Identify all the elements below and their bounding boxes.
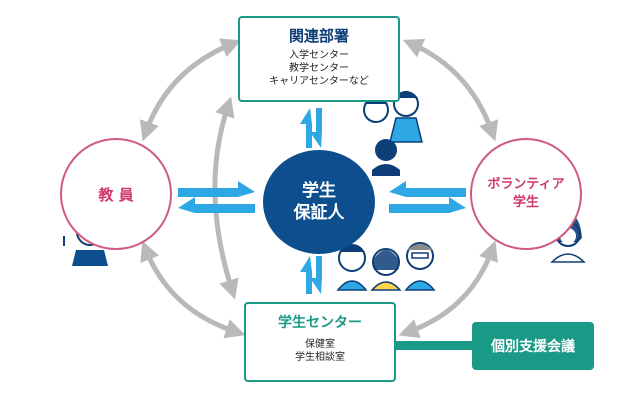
related-depts-item: 教学センター — [289, 63, 349, 74]
related-depts-item: キャリアセンターなど — [269, 76, 369, 87]
family-group-icon — [336, 242, 436, 291]
faculty-label: 教 員 — [98, 185, 134, 204]
volunteers-label-line2: 学生 — [512, 195, 539, 210]
student-center-item: 保健室 — [305, 339, 335, 350]
arrow-depts-faculty — [139, 38, 242, 142]
arrow-center-faculty — [178, 181, 255, 213]
staff-group-icon — [363, 91, 423, 176]
arrow-center-volunteers — [389, 181, 466, 213]
volunteers-label-line1: ボランティア — [487, 177, 565, 192]
student-center-title: 学生センター — [278, 315, 362, 331]
center-label-line1: 学生 — [302, 181, 336, 201]
volunteers-circle: ボランティア 学生 — [470, 138, 582, 250]
meeting-connector — [396, 341, 476, 350]
related-depts-title: 関連部署 — [288, 27, 349, 45]
related-depts-box: 関連部署 入学センター 教学センター キャリアセンターなど — [238, 16, 400, 102]
meeting-label: 個別支援会議 — [491, 339, 575, 355]
student-center-box: 学生センター 保健室 学生相談室 — [244, 302, 396, 382]
arrow-faculty-studentcenter — [140, 240, 246, 339]
arrow-volunteers-studentcenter — [398, 240, 498, 339]
arrow-center-depts — [300, 108, 322, 148]
related-depts-item: 入学センター — [289, 50, 349, 61]
center-label-line2: 保証人 — [293, 203, 345, 223]
student-guardian-circle: 学生 保証人 — [263, 150, 375, 254]
arrow-depts-studentcenter — [212, 96, 239, 300]
faculty-circle: 教 員 — [60, 138, 172, 250]
student-center-item: 学生相談室 — [295, 352, 345, 363]
individual-support-meeting: 個別支援会議 — [472, 322, 594, 370]
arrow-depts-volunteers — [402, 38, 499, 142]
arrow-center-studentcenter — [300, 256, 322, 294]
